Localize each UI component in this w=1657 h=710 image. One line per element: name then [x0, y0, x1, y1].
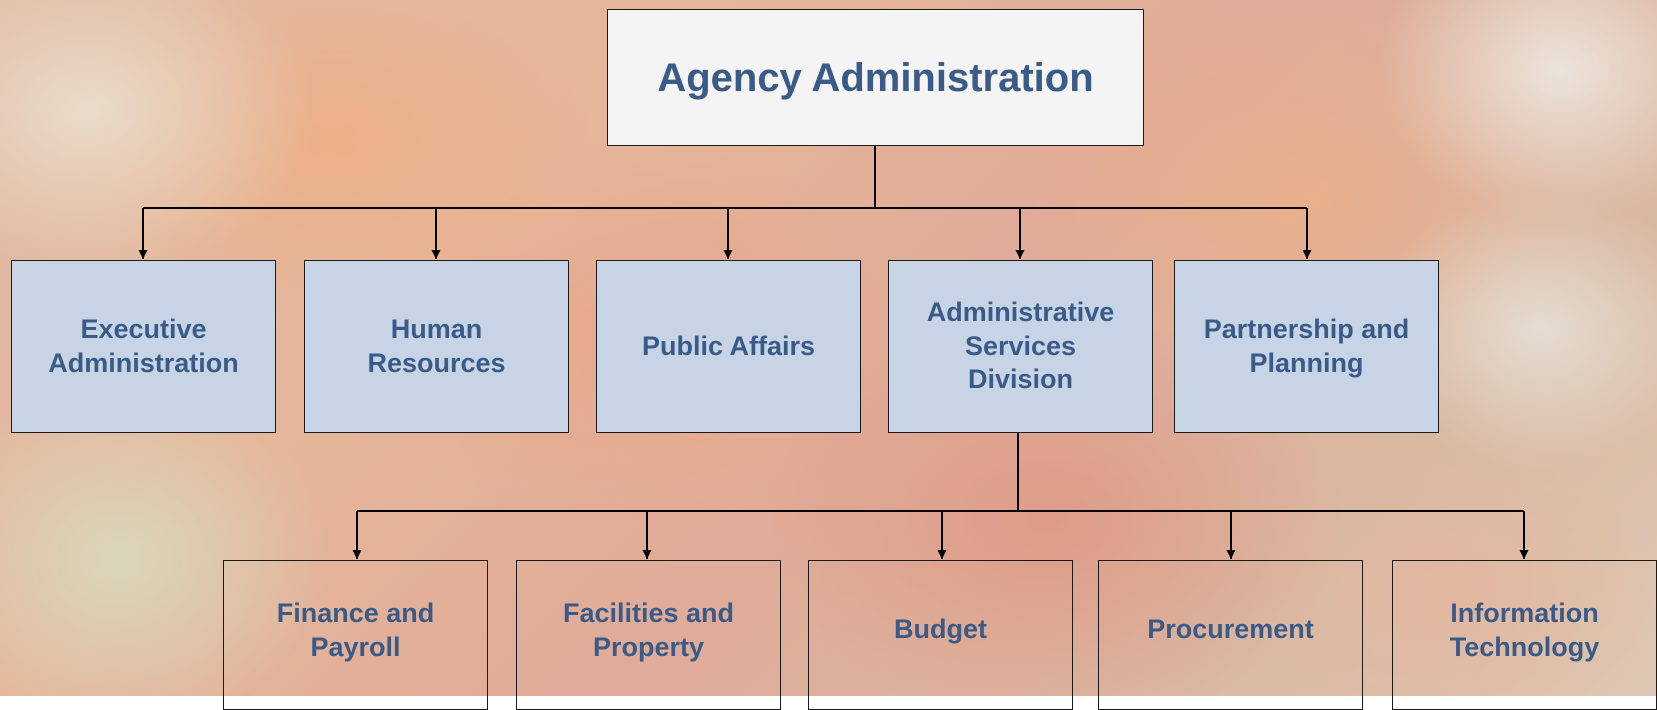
agency-administration-label: Agency Administration: [657, 55, 1094, 100]
procurement-label: Procurement: [1147, 614, 1314, 644]
facilities-and-property-label: Facilities and Property: [562, 598, 735, 662]
executive-administration-node: Executive Administration: [11, 260, 276, 433]
procurement-node: Procurement: [1098, 560, 1363, 710]
budget-label: Budget: [894, 614, 987, 644]
partnership-and-planning-label: Partnership and Planning: [1203, 313, 1410, 378]
information-technology-node: Information Technology: [1392, 560, 1657, 710]
executive-administration-label: Executive Administration: [48, 313, 239, 378]
facilities-and-property-node: Facilities and Property: [516, 560, 781, 710]
human-resources-node: Human Resources: [304, 260, 569, 433]
budget-node: Budget: [808, 560, 1073, 710]
finance-and-payroll-label: Finance and Payroll: [276, 598, 435, 662]
public-affairs-node: Public Affairs: [596, 260, 861, 433]
administrative-services-division-label: Administrative Services Division: [926, 296, 1115, 395]
public-affairs-label: Public Affairs: [641, 330, 816, 361]
partnership-and-planning-node: Partnership and Planning: [1174, 260, 1439, 433]
administrative-services-division-node: Administrative Services Division: [888, 260, 1153, 433]
information-technology-label: Information Technology: [1449, 598, 1600, 662]
finance-and-payroll-node: Finance and Payroll: [223, 560, 488, 710]
human-resources-label: Human Resources: [367, 313, 506, 378]
agency-administration-node: Agency Administration: [607, 9, 1144, 146]
